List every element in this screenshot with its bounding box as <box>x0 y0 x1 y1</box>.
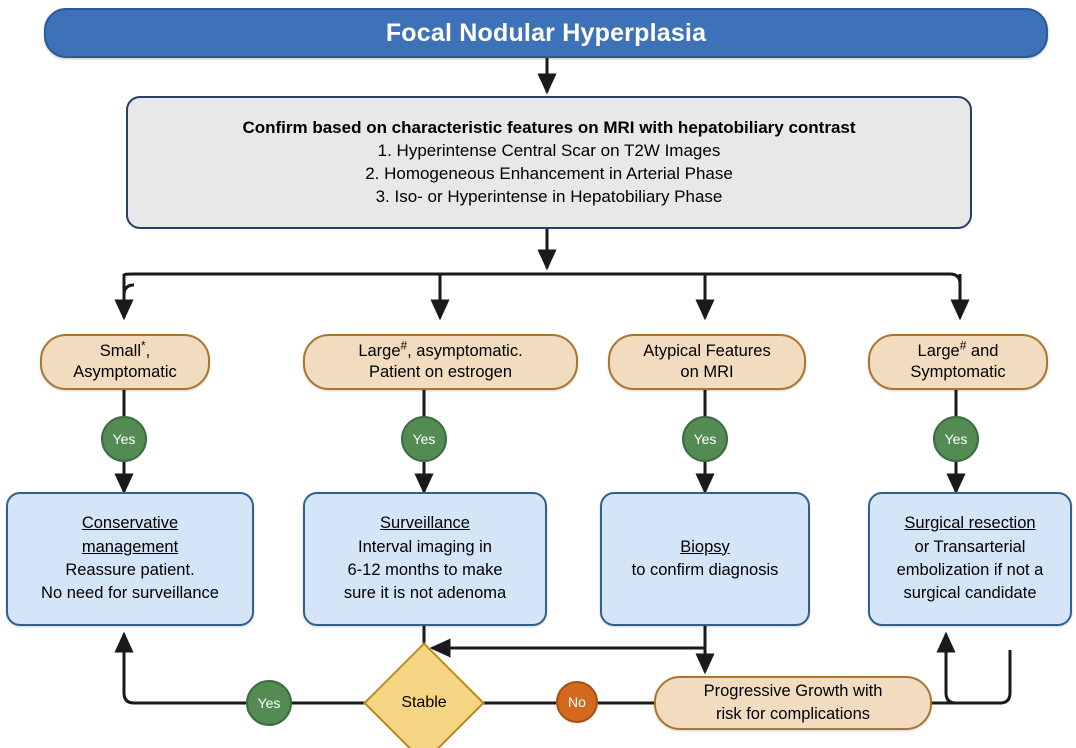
action-line: to confirm diagnosis <box>631 561 779 579</box>
confirm-title: Confirm based on characteristic features… <box>242 117 856 137</box>
action-box-surveillance[interactable]: Surveillance Interval imaging in 6-12 mo… <box>303 492 547 626</box>
criteria-line-2: on MRI <box>680 363 734 381</box>
stable-decision-diamond[interactable]: Stable <box>363 642 485 748</box>
yes-badge-3: Yes <box>682 416 728 462</box>
confirm-item-1: 1. Hyperintense Central Scar on T2W Imag… <box>377 141 721 161</box>
yes-badge-label: Yes <box>412 431 436 447</box>
action-heading: Conservative <box>81 514 179 533</box>
chart-title-banner: Focal Nodular Hyperplasia <box>44 8 1048 58</box>
confirm-item-2: 2. Homogeneous Enhancement in Arterial P… <box>365 164 733 183</box>
criteria-box-small-asymptomatic[interactable]: Small*, Asymptomatic <box>40 334 210 390</box>
confirm-criteria-box: Confirm based on characteristic features… <box>126 96 972 229</box>
action-heading: Surveillance <box>380 514 470 533</box>
action-line: 6-12 months to make <box>347 561 503 579</box>
stable-yes-badge: Yes <box>246 680 292 726</box>
action-box-surgical-resection[interactable]: Surgical resection or Transarterial embo… <box>868 492 1072 626</box>
yes-badge-label: Yes <box>693 431 717 447</box>
criteria-line-2: Symptomatic <box>910 363 1006 381</box>
outcome-line-2: risk for complications <box>715 705 871 723</box>
action-heading: Surgical resection <box>904 514 1036 533</box>
criteria-box-large-symptomatic[interactable]: Large# and Symptomatic <box>868 334 1048 390</box>
action-box-conservative-management[interactable]: Conservative management Reassure patient… <box>6 492 254 626</box>
action-line: or Transarterial <box>914 537 1026 556</box>
yes-badge-label: Yes <box>944 431 968 447</box>
wire-outcome-up-arrow <box>936 631 957 705</box>
confirm-item-3: 3. Iso- or Hyperintense in Hepatobiliary… <box>375 186 723 206</box>
yes-badge-label: Yes <box>112 431 136 447</box>
action-line: embolization if not a <box>896 561 1044 579</box>
action-line: surgical candidate <box>903 584 1037 603</box>
criteria-box-large-asymptomatic-estrogen[interactable]: Large#, asymptomatic. Patient on estroge… <box>303 334 578 390</box>
yes-badge-4: Yes <box>933 416 979 462</box>
stable-label: Stable <box>401 694 447 711</box>
criteria-line-1: Atypical Features <box>643 341 771 360</box>
action-box-biopsy[interactable]: Biopsy to confirm diagnosis <box>600 492 810 626</box>
yes-badge-1: Yes <box>101 416 147 462</box>
criteria-line-1: Small*, <box>99 338 151 360</box>
action-heading-2: management <box>81 537 179 556</box>
action-line: sure it is not adenoma <box>343 584 507 603</box>
wire-outcome-to-surgical <box>932 650 1012 705</box>
criteria-line-1: Large# and <box>917 338 999 360</box>
criteria-line-2: Patient on estrogen <box>368 363 513 381</box>
criteria-line-2: Asymptomatic <box>73 363 177 381</box>
criteria-box-atypical-features[interactable]: Atypical Features on MRI <box>608 334 806 390</box>
criteria-line-1: Large#, asymptomatic. <box>358 338 523 360</box>
no-badge-label: No <box>568 694 586 710</box>
yes-badge-2: Yes <box>401 416 447 462</box>
action-line: Interval imaging in <box>358 537 492 556</box>
wire-bus-line <box>122 272 962 285</box>
page-title: Focal Nodular Hyperplasia <box>385 18 707 47</box>
outcome-box-progressive-growth[interactable]: Progressive Growth with risk for complic… <box>654 676 932 730</box>
action-line: No need for surveillance <box>41 584 219 603</box>
action-line: Reassure patient. <box>65 561 195 579</box>
outcome-line-1: Progressive Growth with <box>703 682 883 701</box>
stable-yes-label: Yes <box>257 695 281 711</box>
no-badge: No <box>556 681 598 723</box>
action-heading: Biopsy <box>680 537 730 556</box>
wire-bus <box>122 283 135 318</box>
